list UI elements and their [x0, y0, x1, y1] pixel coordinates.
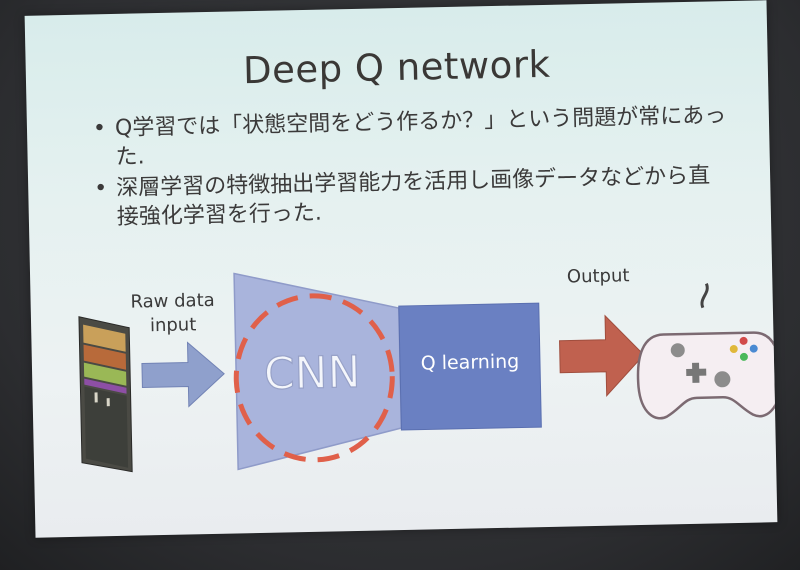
- game-screen-thumbnail: [78, 316, 133, 473]
- q-learning-label: Q learning: [420, 351, 519, 375]
- dqn-diagram: Raw data input CNN Q learning Output: [78, 265, 778, 473]
- raw-data-label: Raw data: [130, 290, 215, 313]
- highlight-dashed-circle: [233, 293, 395, 463]
- cnn-label: CNN: [263, 347, 361, 400]
- gamepad-icon: [636, 283, 778, 420]
- input-label: input: [150, 314, 197, 336]
- output-label: Output: [567, 265, 630, 287]
- q-learning-block: [398, 302, 542, 431]
- presentation-slide: Deep Q network Q学習では「状態空間をどう作るか？」という問題が常…: [24, 0, 778, 538]
- output-arrow: [559, 314, 645, 397]
- input-arrow: [141, 341, 225, 408]
